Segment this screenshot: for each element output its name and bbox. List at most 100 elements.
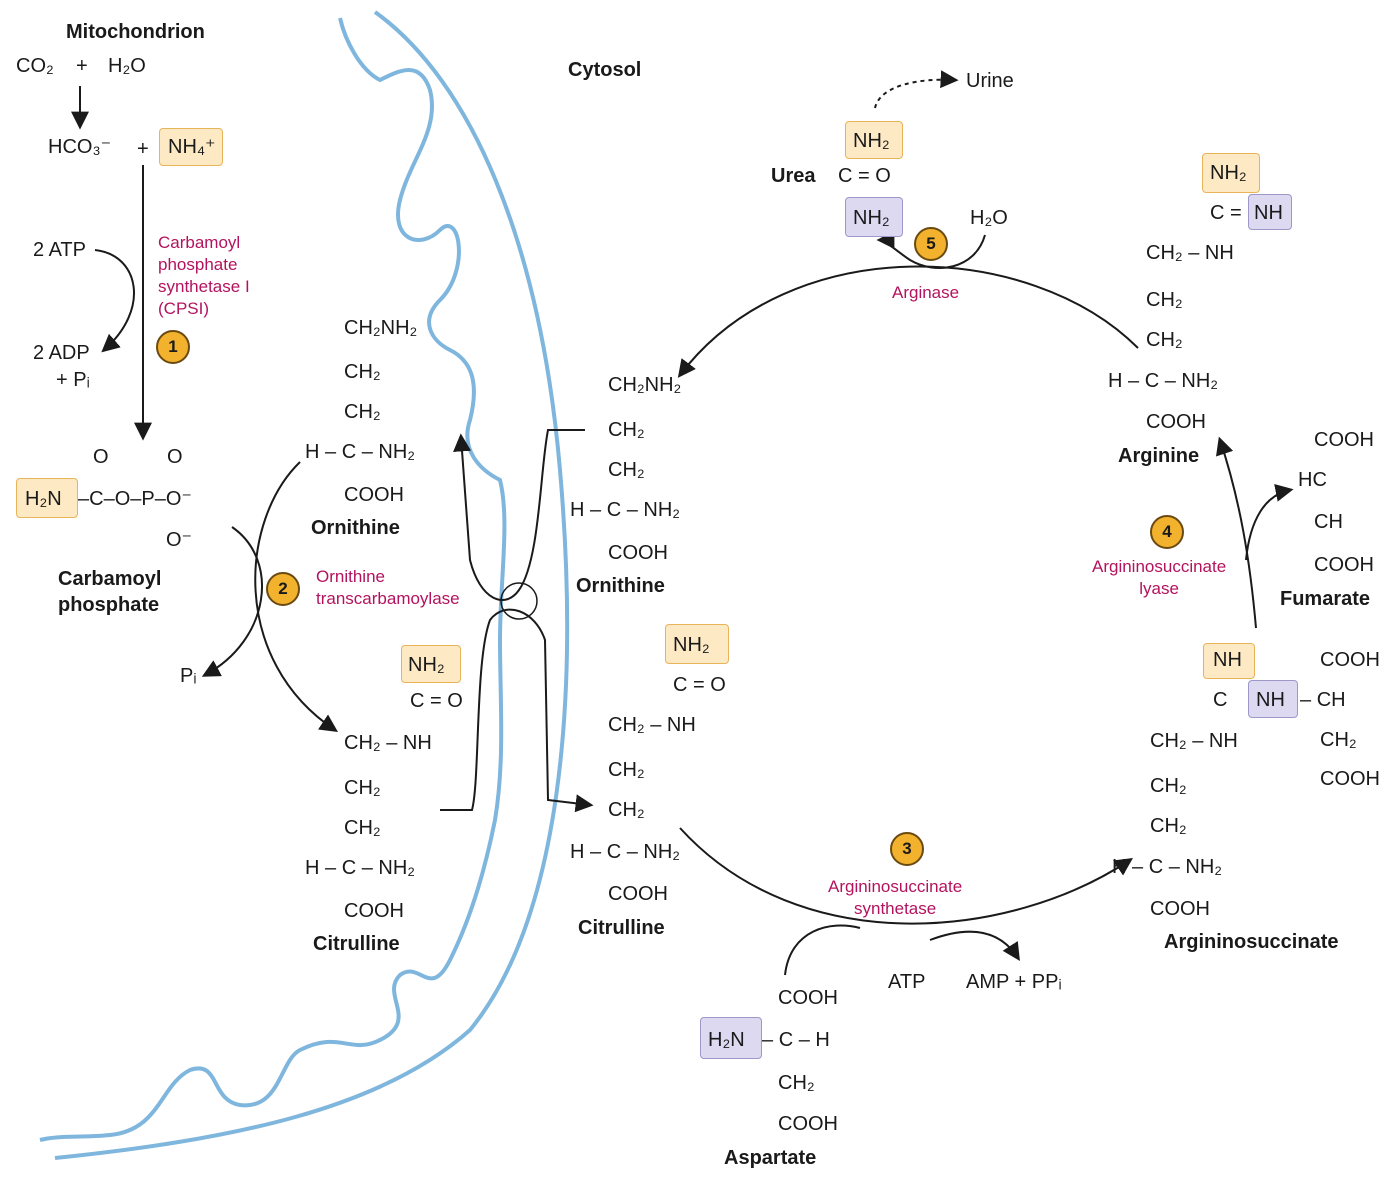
fumarate-ch: CH: [1314, 511, 1343, 533]
nh4-box: [159, 128, 223, 166]
cyto-citrulline-nh2-box: [665, 624, 729, 664]
aspartate-name: Aspartate: [724, 1147, 817, 1169]
amp-ppi-label: AMP + PPᵢ: [966, 971, 1062, 993]
step-2-badge: 2: [266, 572, 300, 606]
aspartate-cooh-bottom: COOH: [778, 1113, 838, 1135]
plus-sign-2: +: [137, 138, 149, 160]
as-ch2-a: CH₂: [1150, 775, 1187, 797]
cyto-citrulline-hcnh2: H – C – NH₂: [570, 841, 681, 863]
aspartate-nh2-box: [700, 1017, 762, 1059]
cyto-citrulline-cooh: COOH: [608, 883, 668, 905]
co2-label: CO₂: [16, 55, 54, 77]
arginine-name: Arginine: [1118, 445, 1200, 467]
cp-o-top-1: O: [93, 446, 109, 468]
aspartate-ch2: CH₂: [778, 1072, 815, 1094]
arginine-ch2-b: CH₂: [1146, 329, 1183, 351]
cp-h2n: H₂N: [25, 488, 62, 510]
as-ch2nh: CH₂ – NH: [1150, 730, 1238, 752]
cyto-ornithine-ch2-a: CH₂: [608, 419, 645, 441]
fumarate-name: Fumarate: [1280, 588, 1371, 610]
cyto-citrulline-ch2nh: CH₂ – NH: [608, 714, 696, 736]
cp-chain: –C–O–P–O⁻: [78, 488, 192, 510]
as-ch: – CH: [1300, 689, 1346, 711]
mito-ornithine-ch2nh2: CH₂NH₂: [344, 317, 418, 339]
urine-label: Urine: [966, 70, 1014, 92]
as-cooh: COOH: [1150, 898, 1210, 920]
arginine-cooh: COOH: [1146, 411, 1206, 433]
step-3-badge: 3: [890, 832, 924, 866]
as-c: C: [1213, 689, 1228, 711]
fumarate-hc: HC: [1298, 469, 1327, 491]
cp-o-top-2: O: [167, 446, 183, 468]
cyto-citrulline-ch2-b: CH₂: [608, 799, 645, 821]
mito-citrulline-ch2nh: CH₂ – NH: [344, 732, 432, 754]
arginine-hcnh2: H – C – NH₂: [1108, 370, 1219, 392]
arginine-nh2-box: [1202, 153, 1260, 193]
mito-citrulline-ch2-b: CH₂: [344, 817, 381, 839]
arginine-c-eq: C =: [1210, 202, 1242, 224]
arginine-nh-imine: NH: [1254, 202, 1283, 224]
h2o-urea-label: H₂O: [970, 207, 1008, 229]
step-4-badge: 4: [1150, 515, 1184, 549]
aspartate-ch: – C – H: [762, 1029, 830, 1051]
pi-plus-label: + Pᵢ: [56, 369, 90, 391]
step-1-badge: 1: [156, 330, 190, 364]
plus-sign: +: [76, 55, 88, 77]
enzyme-arginase: Arginase: [892, 283, 960, 302]
as-ch2-right: CH₂: [1320, 729, 1357, 751]
as-nh-top: NH: [1213, 649, 1242, 671]
cyto-ornithine-ch2-b: CH₂: [608, 459, 645, 481]
mito-ornithine-ch2-a: CH₂: [344, 361, 381, 383]
aspartate-cooh-top: COOH: [778, 987, 838, 1009]
cyto-ornithine-cooh: COOH: [608, 542, 668, 564]
as-cooh-right: COOH: [1320, 768, 1380, 790]
aspartate-h2n: H₂N: [708, 1029, 745, 1051]
urea-name: Urea: [771, 165, 816, 187]
cytosol-label: Cytosol: [568, 59, 642, 81]
mito-citrulline-nh2-box: [401, 645, 461, 683]
outer-membrane: [54, 10, 570, 1160]
fumarate-cooh-bottom: COOH: [1314, 554, 1374, 576]
mito-citrulline-ch2-a: CH₂: [344, 777, 381, 799]
pi-label: Pᵢ: [180, 665, 197, 687]
mito-ornithine-hcnh2: H – C – NH₂: [305, 441, 416, 463]
argininosuccinate-name: Argininosuccinate: [1164, 931, 1339, 953]
arginine-ch2-a: CH₂: [1146, 289, 1183, 311]
arginine-ch2nh: CH₂ – NH: [1146, 242, 1234, 264]
urea-nh2-bottom-box: [845, 197, 903, 237]
mito-citrulline-nh2: NH₂: [408, 654, 445, 676]
as-nh-box: [1203, 643, 1255, 679]
hco3-label: HCO₃⁻: [48, 136, 112, 158]
urea-co: C = O: [838, 165, 891, 187]
h2o-label: H₂O: [108, 55, 146, 77]
mito-citrulline-name: Citrulline: [313, 933, 400, 955]
adp2-label: 2 ADP: [33, 342, 90, 364]
urea-nh2-top: NH₂: [853, 130, 890, 152]
carbamoyl-nh2-box: [16, 478, 78, 518]
nh4-label: NH₄⁺: [168, 136, 216, 158]
mito-ornithine-cooh: COOH: [344, 484, 404, 506]
cyto-citrulline-nh2: NH₂: [673, 634, 710, 656]
mito-citrulline-co: C = O: [410, 690, 463, 712]
cyto-citrulline-ch2-a: CH₂: [608, 759, 645, 781]
mito-citrulline-cooh: COOH: [344, 900, 404, 922]
mitochondrion-label: Mitochondrion: [66, 21, 205, 43]
as-nh-mid-box: [1248, 680, 1298, 718]
fumarate-cooh-top: COOH: [1314, 429, 1374, 451]
urea-nh2-top-box: [845, 121, 903, 159]
cyto-citrulline-name: Citrulline: [578, 917, 665, 939]
inner-membrane: [39, 17, 507, 1142]
urea-nh2-bottom: NH₂: [853, 207, 890, 229]
atp2-label: 2 ATP: [33, 239, 86, 261]
atp-label: ATP: [888, 971, 926, 993]
cyto-ornithine-name: Ornithine: [576, 575, 665, 597]
mito-ornithine-name: Ornithine: [311, 517, 400, 539]
mito-ornithine-ch2-b: CH₂: [344, 401, 381, 423]
as-ch2-b: CH₂: [1150, 815, 1187, 837]
